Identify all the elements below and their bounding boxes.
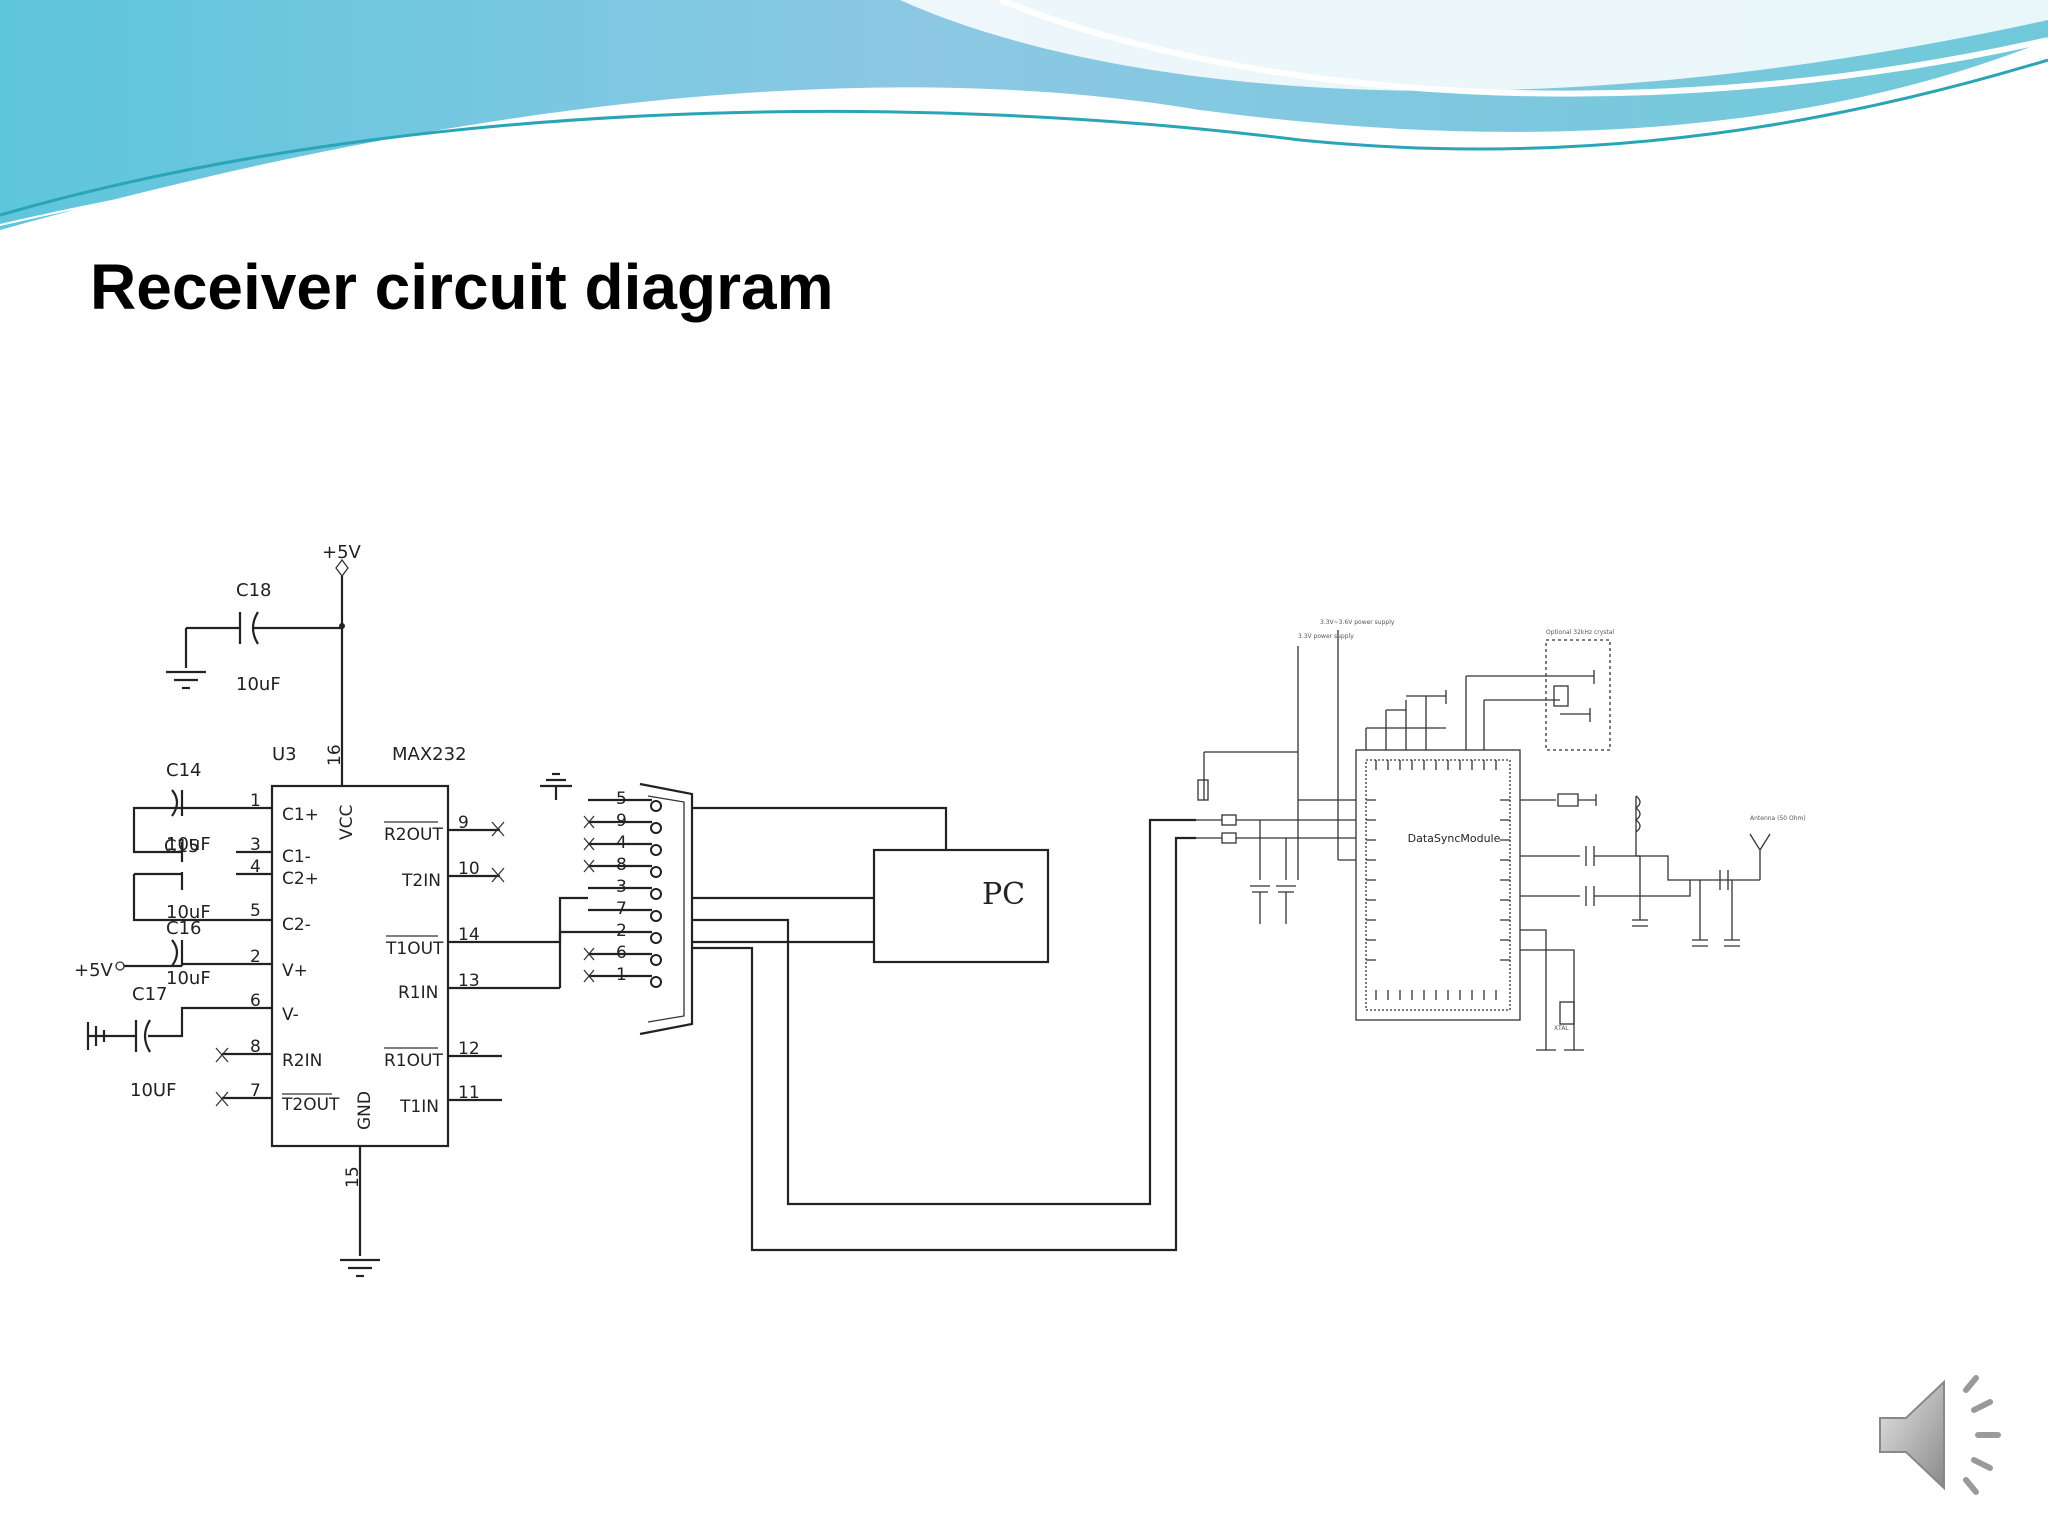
max232-chip: U3 MAX232 VCC 16 GND 15 C1+ 1 C1- 3 C2+ … <box>250 744 480 1188</box>
rf-module-schematic: DataSyncModule 3.3V power supply 3.3V~3.… <box>1196 619 1806 1051</box>
gnd-net <box>340 1146 380 1278</box>
rf-chip-label: DataSyncModule <box>1408 832 1501 845</box>
chip-ref: U3 <box>272 744 297 765</box>
rf-supply-label-2: 3.3V~3.6V power supply <box>1320 619 1395 626</box>
c17-ref: C17 <box>132 984 167 1005</box>
c15-ref: C15 <box>164 836 199 857</box>
ground-icon <box>86 1022 106 1050</box>
pin-r2out-name: R2OUT <box>384 825 443 845</box>
db9-connector: 5 9 4 8 3 7 2 6 1 <box>540 772 694 1036</box>
pc-label: PC <box>982 877 1025 912</box>
pin-c1p-num: 1 <box>250 791 261 811</box>
vcc-pin-num: 16 <box>325 744 345 766</box>
gnd-pin-name: GND <box>355 1091 375 1130</box>
db9-pin: 2 <box>616 921 627 941</box>
pin-c1p-name: C1+ <box>282 805 319 825</box>
pin-t1in-name: T1IN <box>399 1097 439 1117</box>
db9-pin: 8 <box>616 855 627 875</box>
pin-r1in-name: R1IN <box>398 983 438 1003</box>
pin-c1m-num: 3 <box>250 835 261 855</box>
pin-t2in-name: T2IN <box>401 871 441 891</box>
pin-t2out-num: 7 <box>250 1081 261 1101</box>
rf-crystal-label: Optional 32kHz crystal <box>1546 629 1614 636</box>
ground-icon <box>540 772 572 788</box>
pin-r1in-num: 13 <box>458 971 480 991</box>
c18-ref: C18 <box>236 580 271 601</box>
db9-pin: 5 <box>616 789 627 809</box>
db9-pin: 7 <box>616 899 627 919</box>
pin-t1out-name: T1OUT <box>385 939 444 959</box>
db9-pin: 9 <box>616 811 627 831</box>
pin-t1in-num: 11 <box>458 1083 480 1103</box>
pin-vm-num: 6 <box>250 991 261 1011</box>
c14-value: 10uF <box>166 834 211 855</box>
gnd-pin-num: 15 <box>343 1166 363 1188</box>
slide-title: Receiver circuit diagram <box>90 251 834 323</box>
db9-pin: 3 <box>616 877 627 897</box>
pin-c2p-num: 4 <box>250 857 261 877</box>
pin-r1out-num: 12 <box>458 1039 480 1059</box>
c14-ref: C14 <box>166 760 201 781</box>
pin-r1out-name: R1OUT <box>384 1051 443 1071</box>
pin-t2out-name: T2OUT <box>281 1095 340 1115</box>
pin-t1out-num: 14 <box>458 925 480 945</box>
pin-c1m-name: C1- <box>282 847 311 867</box>
c18-value: 10uF <box>236 674 281 695</box>
pin-c2m-num: 5 <box>250 901 261 921</box>
pin-vm-name: V- <box>282 1005 299 1025</box>
pc-box: PC <box>872 848 1050 964</box>
c17-value: 10UF <box>130 1080 176 1101</box>
charge-pump-capacitors: C14 C15 10uF 10uF C16 10uF +5V C17 10UF <box>74 760 236 1101</box>
chip-part: MAX232 <box>392 744 467 765</box>
no-connect-marks <box>215 821 505 1107</box>
ground-icon <box>166 670 206 690</box>
pin-vp-num: 2 <box>250 947 261 967</box>
pin-c2m-name: C2- <box>282 915 311 935</box>
max232-pin-stubs <box>222 806 560 1102</box>
pin-r2out-num: 9 <box>458 813 469 833</box>
interconnect-wires <box>692 806 1196 1252</box>
speaker-icon[interactable] <box>1870 1360 2020 1510</box>
vcc-net: +5V C18 10uF <box>166 542 362 786</box>
db9-pin: 6 <box>616 943 627 963</box>
pin-t2in-num: 10 <box>458 859 480 879</box>
vcc-pin-name: VCC <box>337 805 357 840</box>
header-banner <box>0 0 2048 230</box>
rf-supply-label-1: 3.3V power supply <box>1298 633 1354 640</box>
pin-r2in-num: 8 <box>250 1037 261 1057</box>
v-plus-supply-label: +5V <box>74 960 114 981</box>
db9-pin: 4 <box>616 833 627 853</box>
rf-xtal-label: XTAL <box>1554 1025 1569 1032</box>
c16-ref: C16 <box>166 918 201 939</box>
pin-vp-name: V+ <box>282 961 308 981</box>
db9-pin: 1 <box>616 965 627 985</box>
vcc-label: +5V <box>322 542 362 563</box>
rf-antenna-label: Antenna (50 Ohm) <box>1750 815 1806 822</box>
pin-r2in-name: R2IN <box>282 1051 322 1071</box>
c15-value: 10uF <box>166 902 211 923</box>
pin-c2p-name: C2+ <box>282 869 319 889</box>
c16-value: 10uF <box>166 968 211 989</box>
